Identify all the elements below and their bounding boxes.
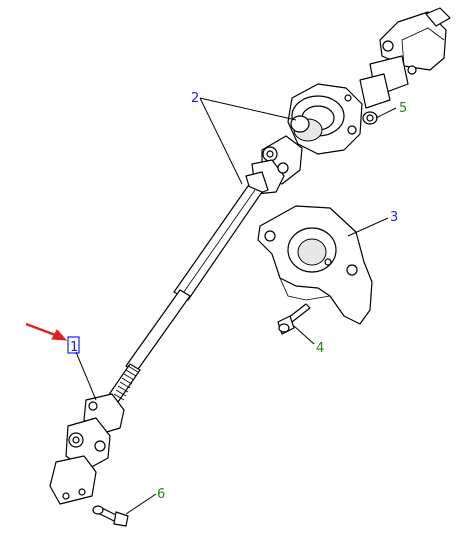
- callout-1[interactable]: 1: [70, 340, 78, 355]
- callout-3[interactable]: 3: [390, 210, 398, 225]
- callout-6[interactable]: 6: [157, 487, 165, 502]
- lower-universal-joint: [49, 393, 125, 505]
- bolt-part-6: [92, 505, 129, 527]
- upper-column-assembly: [287, 7, 451, 155]
- red-arrow-icon: [25, 322, 68, 341]
- upper-universal-joint: [245, 135, 303, 197]
- leader-lines: [75, 97, 397, 515]
- mounting-bracket: [257, 205, 373, 325]
- nut-part-5: [362, 111, 378, 125]
- intermediate-shaft: [107, 185, 263, 403]
- bolt-part-4: [277, 303, 311, 335]
- callout-5[interactable]: 5: [399, 101, 407, 116]
- callout-4[interactable]: 4: [316, 341, 324, 356]
- callout-1-highlight: [67, 336, 80, 354]
- callout-2[interactable]: 2: [191, 91, 199, 106]
- spline-section: [113, 365, 139, 401]
